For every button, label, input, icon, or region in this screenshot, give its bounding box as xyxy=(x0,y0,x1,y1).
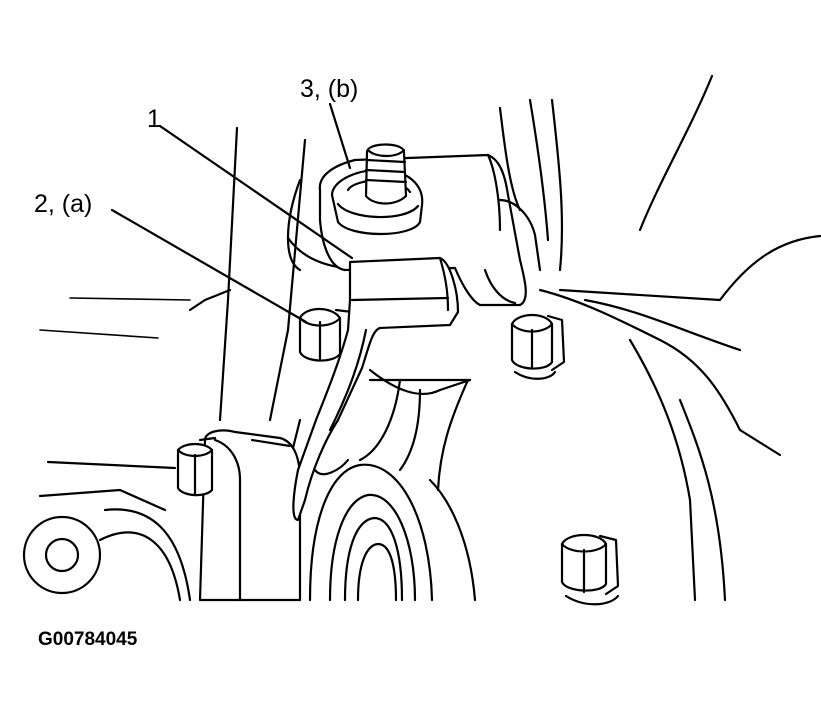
pulley xyxy=(308,463,477,602)
bolt-lower-right xyxy=(560,533,620,606)
leader-line-2 xyxy=(110,208,308,324)
left-lower-assembly xyxy=(22,429,302,602)
callout-part-3: 3, (b) xyxy=(300,75,358,103)
bracket xyxy=(292,256,460,522)
bolt-right xyxy=(510,313,566,380)
callout-part-2: 2, (a) xyxy=(34,190,92,218)
figure-id: G00784045 xyxy=(38,629,138,650)
leader-line-3 xyxy=(328,102,352,170)
leader-line-1 xyxy=(158,124,354,260)
bolt-left-lower xyxy=(176,436,217,497)
leader-lines xyxy=(110,102,354,324)
callout-part-1: 1 xyxy=(147,105,161,133)
engine-background xyxy=(38,74,821,602)
